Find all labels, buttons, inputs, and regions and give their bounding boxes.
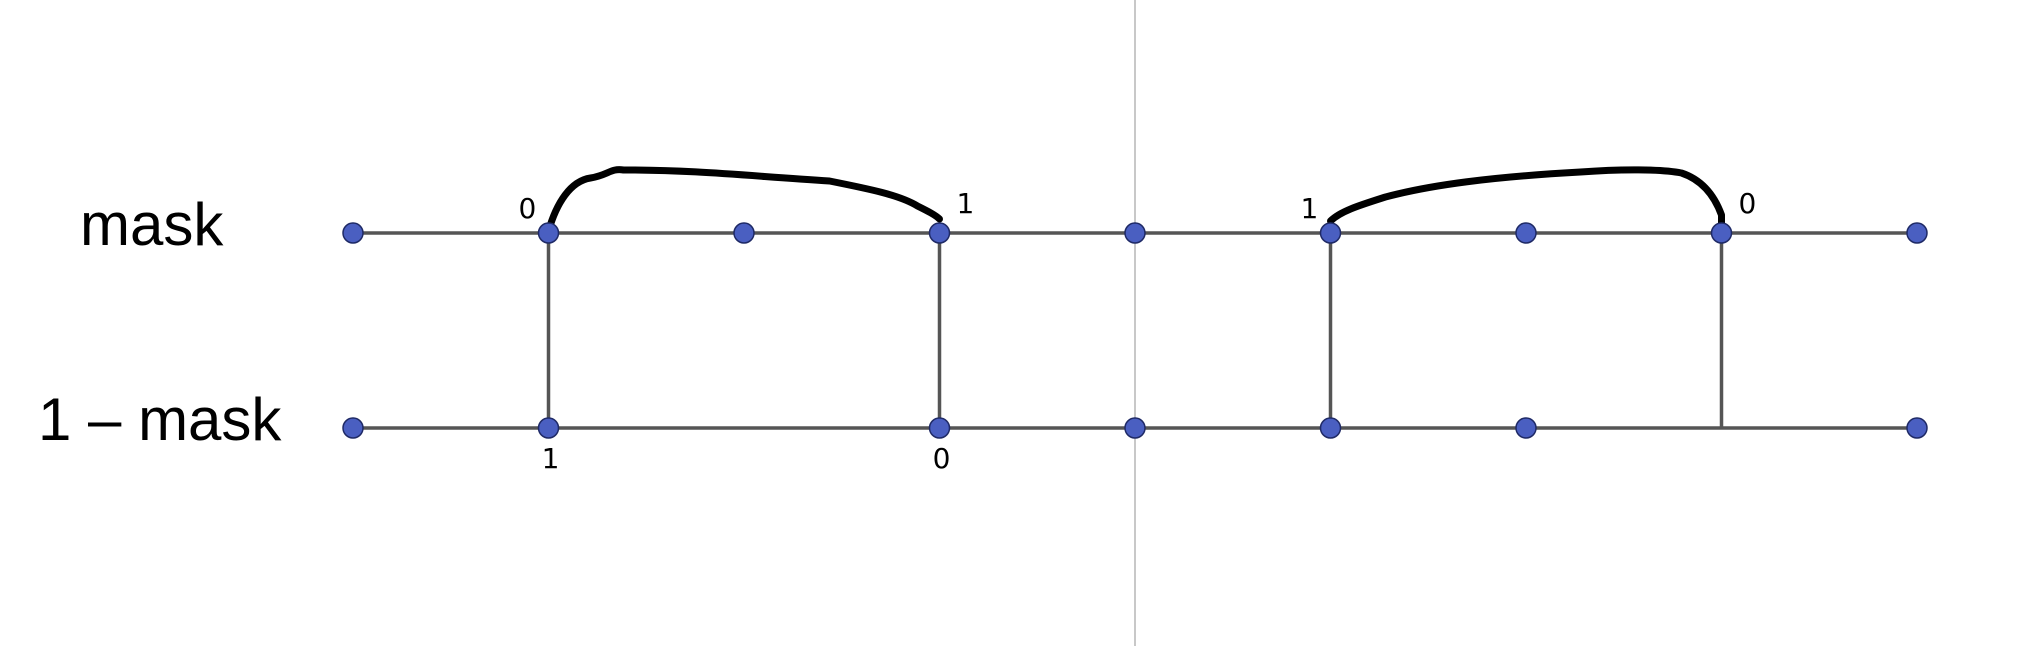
row-label-one-minus-mask: 1 – mask bbox=[38, 386, 282, 453]
bottom-point-8 bbox=[1906, 417, 1928, 439]
top-point-8 bbox=[1906, 222, 1928, 244]
top-point-1 bbox=[537, 222, 560, 244]
arc-2-start-label: 1 bbox=[1301, 192, 1319, 225]
top-point-7 bbox=[1710, 222, 1733, 244]
top-point-2 bbox=[733, 222, 755, 244]
arc-curve-1 bbox=[545, 166, 943, 235]
row-label-mask: mask bbox=[80, 191, 224, 258]
top-point-5 bbox=[1319, 222, 1342, 244]
bottom-point-4 bbox=[1124, 417, 1146, 439]
bottom-point-3 bbox=[928, 417, 951, 439]
bottom-point-6 bbox=[1515, 417, 1537, 439]
bottom-point-5 bbox=[1319, 417, 1342, 439]
top-point-6 bbox=[1515, 222, 1537, 244]
arc-1-end-label: 1 bbox=[957, 187, 975, 220]
arc-2-end-label: 0 bbox=[1739, 187, 1757, 220]
bottom-point-0 bbox=[342, 417, 364, 439]
top-point-3 bbox=[928, 222, 951, 244]
top-point-4 bbox=[1124, 222, 1146, 244]
bottom-point-1 bbox=[537, 417, 560, 439]
bottom-label-3: 0 bbox=[933, 442, 951, 475]
top-point-0 bbox=[342, 222, 364, 244]
arc-curve-2 bbox=[1327, 166, 1725, 235]
bottom-label-1: 1 bbox=[542, 442, 560, 475]
arc-1-start-label: 0 bbox=[519, 192, 537, 225]
